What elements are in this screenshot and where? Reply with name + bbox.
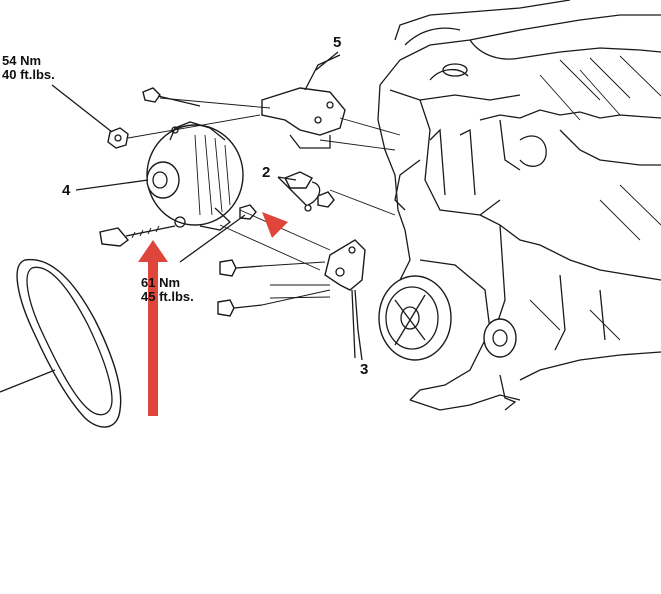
red-pointer-triangle <box>262 212 288 238</box>
drive-belt <box>16 258 122 428</box>
upper-bracket <box>261 54 346 149</box>
crank-pulley <box>378 275 452 361</box>
idler-pulley <box>483 318 517 411</box>
alternator <box>146 121 244 231</box>
upper-bolt <box>142 87 201 107</box>
lower-bolts <box>217 259 263 317</box>
lower-bracket <box>324 239 366 361</box>
torque-label-bottom: 61 Nm 45 ft.lbs. <box>141 276 194 303</box>
sensor-part <box>284 171 335 212</box>
callout-5: 5 <box>333 34 342 51</box>
torque-top-nm: 54 Nm <box>2 53 42 68</box>
torque-bottom-ftlb: 45 ft.lbs. <box>141 288 194 304</box>
engine-block <box>377 0 661 411</box>
torque-bottom-nm: 61 Nm <box>141 275 181 290</box>
callout-3: 3 <box>360 361 369 378</box>
red-arrow <box>138 240 168 416</box>
pivot-bolt <box>99 225 176 247</box>
callout-leaders <box>0 51 356 393</box>
torque-label-top: 54 Nm 40 ft.lbs. <box>2 54 55 81</box>
callout-2: 2 <box>262 164 271 181</box>
assembly-lines <box>127 97 401 306</box>
callout-4: 4 <box>62 182 71 199</box>
torque-top-ftlb: 40 ft.lbs. <box>2 66 55 82</box>
upper-nut <box>107 127 129 149</box>
